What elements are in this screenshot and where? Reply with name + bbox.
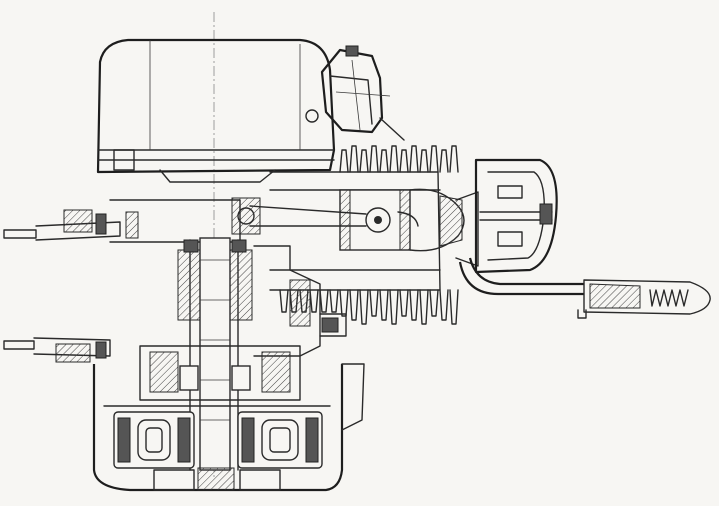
lower-control-lever <box>3 337 111 363</box>
right-magneto-coil <box>237 411 323 469</box>
upper-control-lever <box>3 199 241 243</box>
fuel-tank-cover <box>96 38 336 183</box>
spark-plug-cover <box>474 158 558 274</box>
carburettor-cap <box>320 45 405 141</box>
crankcase <box>139 245 347 401</box>
exhaust-pipe <box>458 257 711 319</box>
piston <box>339 189 419 251</box>
left-magneto-coil <box>113 411 195 469</box>
crankshaft <box>177 237 253 471</box>
bottom-flywheel-hub <box>153 467 281 491</box>
cylinder-head <box>409 188 479 267</box>
connecting-rod <box>231 197 367 235</box>
